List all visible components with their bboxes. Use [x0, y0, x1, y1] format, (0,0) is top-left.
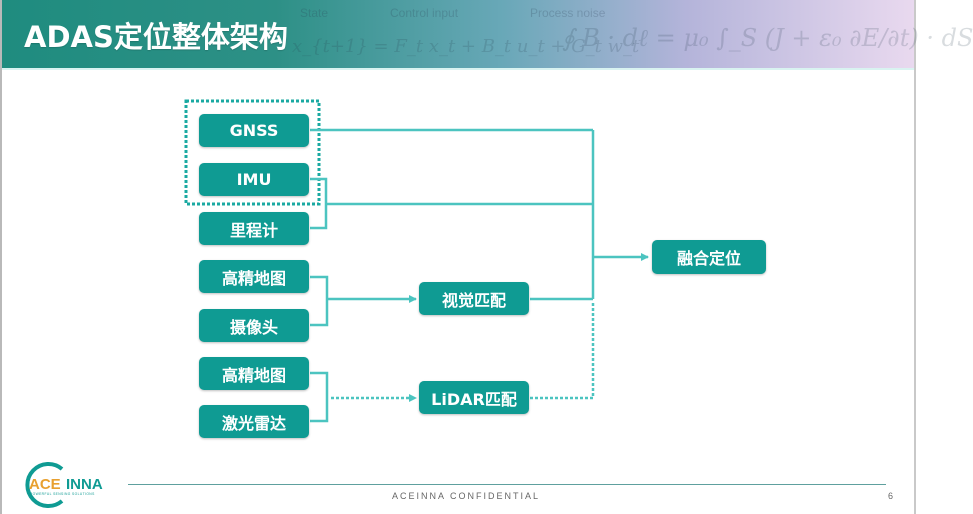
node-gnss: GNSS [199, 114, 309, 147]
node-lidar: 激光雷达 [199, 405, 309, 438]
node-hd-map-visual: 高精地图 [199, 260, 309, 293]
logo-ace: ACE [29, 476, 61, 493]
aceinna-logo-mark: ACE INNA POWERFUL SENSING SOLUTIONS [25, 462, 103, 508]
slide-left-border [0, 0, 2, 514]
page-number: 6 [888, 491, 894, 501]
slide-right-border [914, 0, 916, 514]
gnss-imu-group-box [184, 99, 321, 206]
node-imu: IMU [199, 163, 309, 196]
formula-label-process-noise: Process noise [530, 6, 606, 20]
slide-title: ADAS定位整体架构 [24, 20, 288, 54]
formula-label-control-input: Control input [390, 6, 459, 20]
logo-ring [25, 462, 64, 508]
node-lidar-matching: LiDAR匹配 [419, 381, 529, 414]
logo-inna: INNA [66, 476, 103, 493]
node-visual-matching: 视觉匹配 [419, 282, 529, 315]
footer-divider [128, 484, 886, 485]
background-formula-kalman: x_{t+1} = F_t x_t + B_t u_t + G_t w_t [292, 36, 640, 57]
node-camera: 摄像头 [199, 309, 309, 342]
footer-confidential: ACEINNA CONFIDENTIAL [392, 491, 541, 501]
node-hd-map-lidar: 高精地图 [199, 357, 309, 390]
edge-hdmap-lidar-bracket [310, 371, 329, 423]
header-divider [2, 68, 914, 70]
node-odometer: 里程计 [199, 212, 309, 245]
aceinna-logo: ACE INNA POWERFUL SENSING SOLUTIONS [22, 461, 132, 508]
diagram-connectors [184, 99, 649, 423]
formula-label-state: State [300, 6, 329, 20]
logo-tagline: POWERFUL SENSING SOLUTIONS [30, 492, 95, 496]
slide-header-banner: State Control input Process noise x_{t+1… [2, 0, 973, 68]
edge-lidar-matching-fusion [530, 301, 595, 400]
node-fusion-positioning: 融合定位 [652, 240, 766, 274]
edge-hdmap-camera-bracket [310, 275, 329, 327]
background-formula-ampere: ∮ B · dℓ = μ₀ ∫_S (J + ε₀ ∂E/∂t) · dS [562, 24, 973, 52]
